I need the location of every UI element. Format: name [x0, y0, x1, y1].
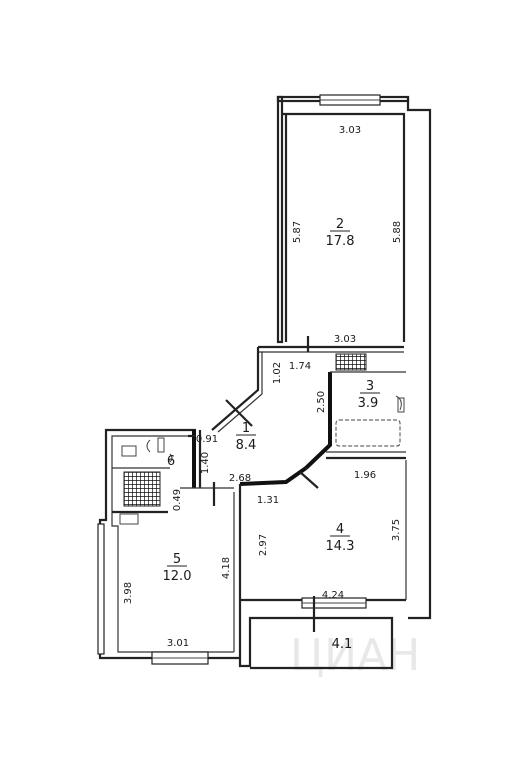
windows	[97, 94, 381, 665]
room-4-area: 14.3	[326, 539, 355, 554]
dim-room5-right: 4.18	[221, 557, 232, 579]
vent-shaft-left	[123, 471, 161, 507]
balcony-area: 4.1	[332, 637, 353, 652]
dim-wc-left: 1.40	[200, 452, 211, 474]
fixtures	[119, 395, 405, 525]
dim-wc-top: 0.91	[196, 434, 218, 445]
room-3-area: 3.9	[358, 396, 379, 411]
dim-room2-top: 3.03	[339, 125, 361, 136]
dim-room2-right: 5.88	[392, 221, 403, 243]
dim-hall-bottom: 1.31	[257, 495, 279, 506]
room-5-number: 5	[173, 552, 181, 567]
room-1-number: 1	[242, 421, 250, 436]
dim-room4-left: 2.97	[258, 534, 269, 556]
room-2-area: 17.8	[326, 234, 355, 249]
dim-hall-lower: 2.68	[229, 473, 251, 484]
vent-shaft-top	[335, 353, 367, 371]
dim-hall-left: 1.02	[272, 362, 283, 384]
dim-room4-top: 1.96	[354, 470, 376, 481]
room-2-number: 2	[336, 217, 344, 232]
interior-walls	[112, 371, 406, 652]
watermark: ЦИАН	[290, 630, 420, 681]
room-5-area: 12.0	[163, 569, 192, 584]
dim-room4-right: 3.75	[391, 519, 402, 541]
room-6-number: 6	[167, 454, 175, 469]
room-4-number: 4	[336, 522, 344, 537]
dim-room2-bottom: 3.03	[334, 334, 356, 345]
dimension-labels: 3.03 5.87 5.88 3.03 1.74 1.02 2.50 0.91 …	[123, 125, 403, 649]
dim-bath-left: 2.50	[316, 391, 327, 413]
dim-room5-bottom: 3.01	[167, 638, 189, 649]
dim-room2-left: 5.87	[292, 221, 303, 243]
room-1-area: 8.4	[236, 438, 257, 453]
outer-walls	[98, 95, 432, 670]
door-marks	[188, 336, 319, 632]
dim-hall-top: 1.74	[289, 361, 311, 372]
room-labels: 2 17.8 3 3.9 1 8.4 4 14.3 5 12.0 6 4.1	[163, 217, 380, 652]
dim-wc-bottom: 0.49	[172, 489, 183, 511]
room-3-number: 3	[366, 379, 374, 394]
dim-room5-left: 3.98	[123, 582, 134, 604]
dim-room4-bottom: 4.24	[322, 590, 344, 601]
